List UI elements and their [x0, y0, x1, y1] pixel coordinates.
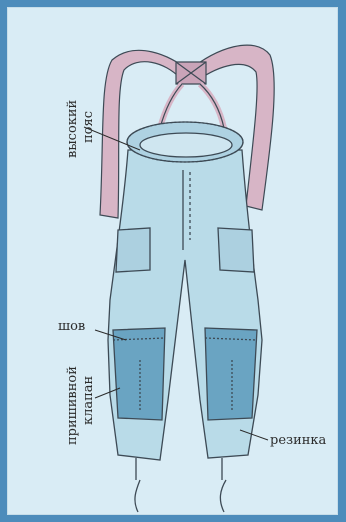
- pants: [108, 122, 262, 512]
- label-high-waist-line2: пояс: [82, 111, 95, 143]
- label-sewn-flap-line2: клапан: [82, 376, 95, 425]
- label-high-waist-line1: высокий: [66, 100, 79, 158]
- label-sewn-flap-line1: пришивной: [66, 366, 79, 445]
- label-seam: шов: [58, 320, 85, 333]
- label-elastic: резинка: [270, 434, 326, 447]
